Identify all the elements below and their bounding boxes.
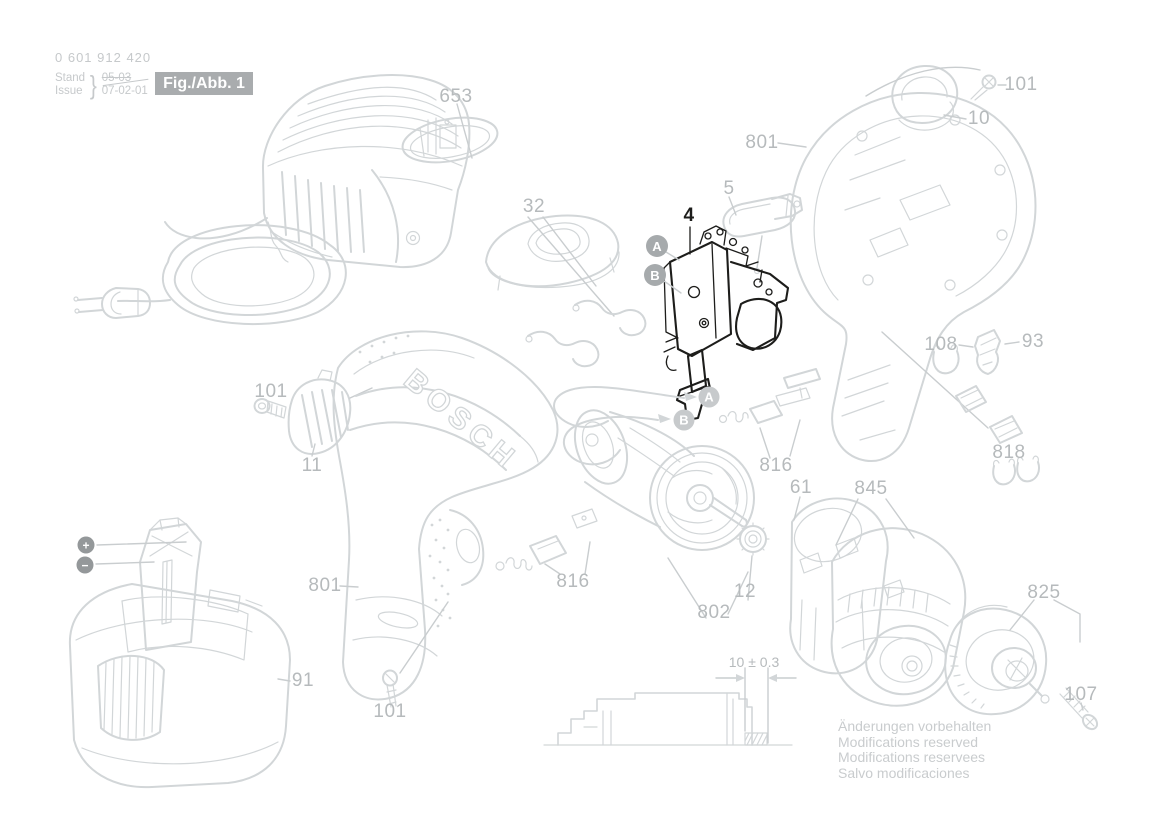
superseded-date: 05-03 (102, 72, 148, 85)
switch-assembly-drawing (663, 225, 790, 422)
part-label-91: 91 (291, 670, 315, 691)
brush-right-drawing (718, 368, 821, 459)
part-label-101: 101 (1004, 74, 1038, 95)
stand-label: Stand (55, 72, 86, 84)
part-label-801: 801 (745, 132, 779, 153)
part-label-816: 816 (556, 571, 590, 592)
small-parts-drawing (881, 329, 1040, 486)
callout-B: B (673, 409, 695, 431)
part-label-93: 93 (1021, 331, 1045, 352)
vent-cover-drawing (253, 369, 373, 457)
part-label-32: 32 (522, 196, 546, 217)
housing-half-drawing (777, 64, 1037, 462)
callout-A: A (646, 235, 668, 257)
part-label-12: 12 (733, 581, 757, 602)
part-label-653: 653 (439, 86, 473, 107)
legal-notes: Änderungen vorbehalten Modifications res… (838, 718, 992, 781)
power-cord-drawing (73, 217, 347, 326)
part-label-11: 11 (301, 455, 323, 476)
motor-drawing (553, 386, 770, 619)
brush-left-drawing (495, 508, 598, 575)
part-label-4: 4 (683, 205, 695, 226)
part-label-845: 845 (854, 478, 888, 499)
part-label-801: 801 (308, 575, 342, 596)
callout-B: B (644, 264, 666, 286)
legal-note-de: Änderungen vorbehalten (838, 718, 992, 734)
issue-date: 07-02-01 (101, 85, 148, 97)
part-label-10: 10 (967, 108, 991, 129)
callout-−: − (76, 556, 94, 574)
issue-label: Issue (55, 85, 83, 97)
cover-clips-drawing (485, 214, 647, 368)
grip-texture (358, 334, 452, 628)
part-label-816: 816 (759, 455, 793, 476)
part-label-818: 818 (992, 442, 1026, 463)
gearbox-drawing (789, 496, 967, 707)
callout-A: A (698, 386, 720, 408)
battery-pack-drawing (68, 517, 291, 789)
legal-note-es: Salvo modificaciones (838, 764, 970, 781)
catalog-number: 0 601 912 420 (55, 50, 152, 65)
dimension-label: 10 ± 0.3 (728, 654, 780, 670)
revision-block: Stand Issue } 05-03 07-02-01 (55, 72, 148, 98)
brace-glyph: } (89, 69, 97, 100)
part-label-5: 5 (723, 178, 735, 199)
battery-charger-drawing (261, 74, 499, 269)
legal-note-fr: Modifications reservees (838, 749, 986, 765)
part-label-61: 61 (789, 477, 813, 498)
section-detail-drawing (543, 667, 797, 746)
brand-logo: BOSCH (398, 363, 525, 477)
part-label-825: 825 (1027, 582, 1061, 603)
part-label-107: 107 (1064, 684, 1098, 705)
legal-note-en: Modifications reserved (838, 733, 979, 750)
part-label-101: 101 (373, 701, 407, 722)
drill-body-drawing: BOSCH (332, 330, 559, 708)
part-label-802: 802 (697, 602, 731, 623)
figure-badge: Fig./Abb. 1 (155, 72, 253, 95)
part-label-108: 108 (924, 334, 958, 355)
chuck-drawing (944, 599, 1099, 731)
part-label-101: 101 (254, 381, 288, 402)
callout-+: + (77, 536, 95, 554)
